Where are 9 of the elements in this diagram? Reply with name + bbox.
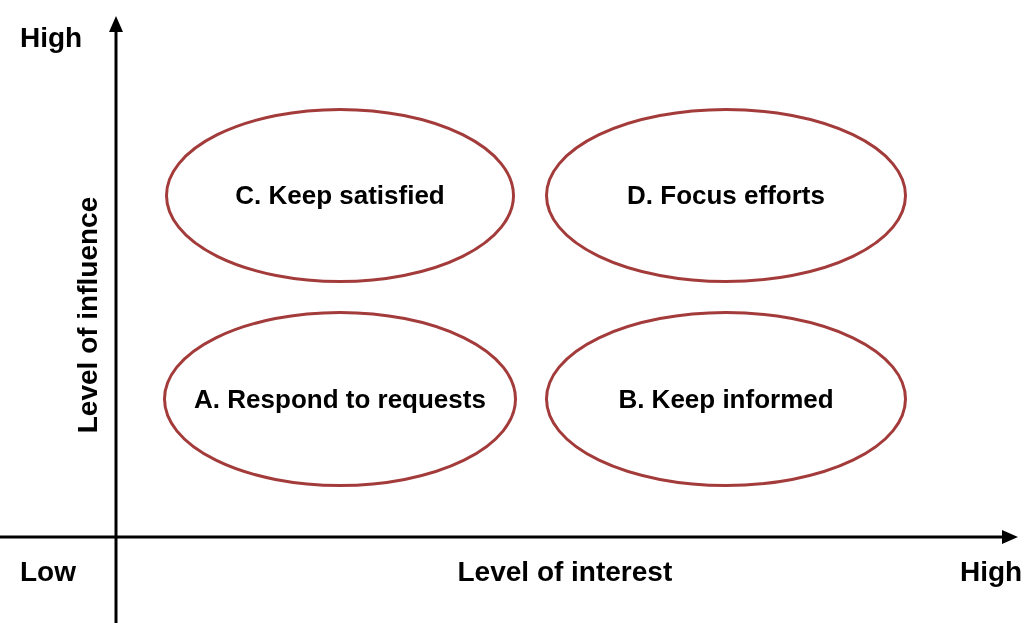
axis-end-label: High <box>960 556 1023 588</box>
axis-title: Level of interest <box>457 556 673 588</box>
axis-end-label: Low <box>20 556 76 588</box>
quadrant-label: D. Focus efforts <box>627 180 825 211</box>
quadrant-label: C. Keep satisfied <box>235 180 445 211</box>
quadrant-label: A. Respond to requests <box>194 383 486 415</box>
quadrant-label: B. Keep informed <box>618 383 834 415</box>
axis-title: Level of influence <box>71 196 104 434</box>
axis-end-label: High <box>20 22 83 54</box>
